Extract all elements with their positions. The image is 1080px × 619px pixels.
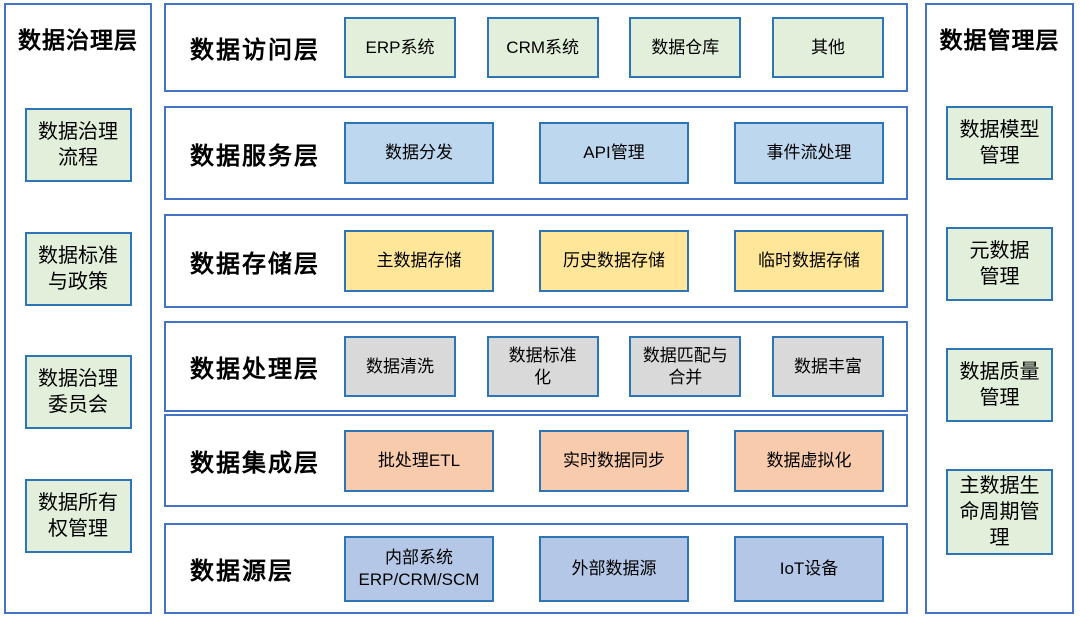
data-service-layer-boxes: 数据分发 API管理 事件流处理: [344, 108, 884, 198]
layer-box-history-storage: 历史数据存储: [539, 230, 689, 292]
governance-item-process: 数据治理 流程: [24, 108, 132, 183]
layer-box-realtime-sync: 实时数据同步: [539, 429, 689, 492]
layer-box-master-storage: 主数据存储: [344, 230, 494, 292]
layer-box-other: 其他: [771, 17, 884, 78]
data-source-layer-boxes: 内部系统 ERP/CRM/SCM 外部数据源 IoT设备: [344, 525, 884, 612]
data-management-panel: 数据管理层 数据模型 管理 元数据 管理 数据质量 管理 主数据生 命周期管 理: [925, 3, 1074, 614]
data-storage-layer-label: 数据存储层: [190, 250, 320, 278]
layer-box-standardize: 数据标准 化: [486, 336, 599, 397]
data-access-layer-label: 数据访问层: [190, 37, 320, 64]
management-item-model: 数据模型 管理: [946, 106, 1053, 180]
layer-box-distribution: 数据分发: [344, 122, 494, 184]
governance-item-ownership: 数据所有 权管理: [24, 478, 132, 553]
data-storage-layer: 数据存储层 主数据存储 历史数据存储 临时数据存储: [164, 214, 908, 308]
layer-box-virtualization: 数据虚拟化: [734, 429, 884, 492]
data-service-layer-label: 数据服务层: [190, 142, 320, 170]
data-governance-items: 数据治理 流程 数据标准 与政策 数据治理 委员会 数据所有 权管理: [6, 55, 150, 612]
layer-box-temp-storage: 临时数据存储: [734, 230, 884, 292]
data-processing-layer-boxes: 数据清洗 数据标准 化 数据匹配与 合并 数据丰富: [344, 323, 884, 410]
management-item-lifecycle: 主数据生 命周期管 理: [946, 469, 1053, 555]
management-item-quality: 数据质量 管理: [946, 348, 1053, 422]
layer-box-crm: CRM系统: [486, 17, 599, 78]
data-storage-layer-boxes: 主数据存储 历史数据存储 临时数据存储: [344, 216, 884, 306]
data-integration-layer-boxes: 批处理ETL 实时数据同步 数据虚拟化: [344, 416, 884, 505]
data-governance-panel-title: 数据治理层: [18, 27, 138, 53]
layer-box-warehouse: 数据仓库: [629, 17, 742, 78]
data-governance-panel: 数据治理层 数据治理 流程 数据标准 与政策 数据治理 委员会 数据所有 权管理: [4, 3, 152, 614]
data-management-panel-title: 数据管理层: [939, 27, 1060, 53]
layer-box-match-merge: 数据匹配与 合并: [629, 336, 742, 397]
layer-box-enrichment: 数据丰富: [771, 336, 884, 397]
management-item-metadata: 元数据 管理: [946, 227, 1053, 301]
data-processing-layer-label: 数据处理层: [190, 356, 320, 383]
layer-box-cleansing: 数据清洗: [344, 336, 456, 397]
data-integration-layer-label: 数据集成层: [190, 450, 320, 477]
layer-box-erp: ERP系统: [344, 17, 456, 78]
governance-item-standards: 数据标准 与政策: [24, 231, 132, 306]
data-service-layer: 数据服务层 数据分发 API管理 事件流处理: [164, 106, 908, 200]
layer-box-external-sources: 外部数据源: [539, 535, 689, 602]
layer-box-eventstream: 事件流处理: [734, 122, 884, 184]
data-management-items: 数据模型 管理 元数据 管理 数据质量 管理 主数据生 命周期管 理: [927, 55, 1072, 612]
data-access-layer: 数据访问层 ERP系统 CRM系统 数据仓库 其他: [164, 3, 908, 92]
governance-item-committee: 数据治理 委员会: [24, 355, 132, 430]
layer-box-internal-systems: 内部系统 ERP/CRM/SCM: [344, 535, 494, 602]
layer-box-iot-devices: IoT设备: [734, 535, 884, 602]
data-processing-layer: 数据处理层 数据清洗 数据标准 化 数据匹配与 合并 数据丰富: [164, 321, 908, 412]
layer-box-batch-etl: 批处理ETL: [344, 429, 494, 492]
data-integration-layer: 数据集成层 批处理ETL 实时数据同步 数据虚拟化: [164, 414, 908, 507]
data-access-layer-boxes: ERP系统 CRM系统 数据仓库 其他: [344, 5, 884, 90]
layer-box-api: API管理: [539, 122, 689, 184]
data-source-layer: 数据源层 内部系统 ERP/CRM/SCM 外部数据源 IoT设备: [164, 523, 908, 614]
data-source-layer-label: 数据源层: [190, 558, 294, 585]
